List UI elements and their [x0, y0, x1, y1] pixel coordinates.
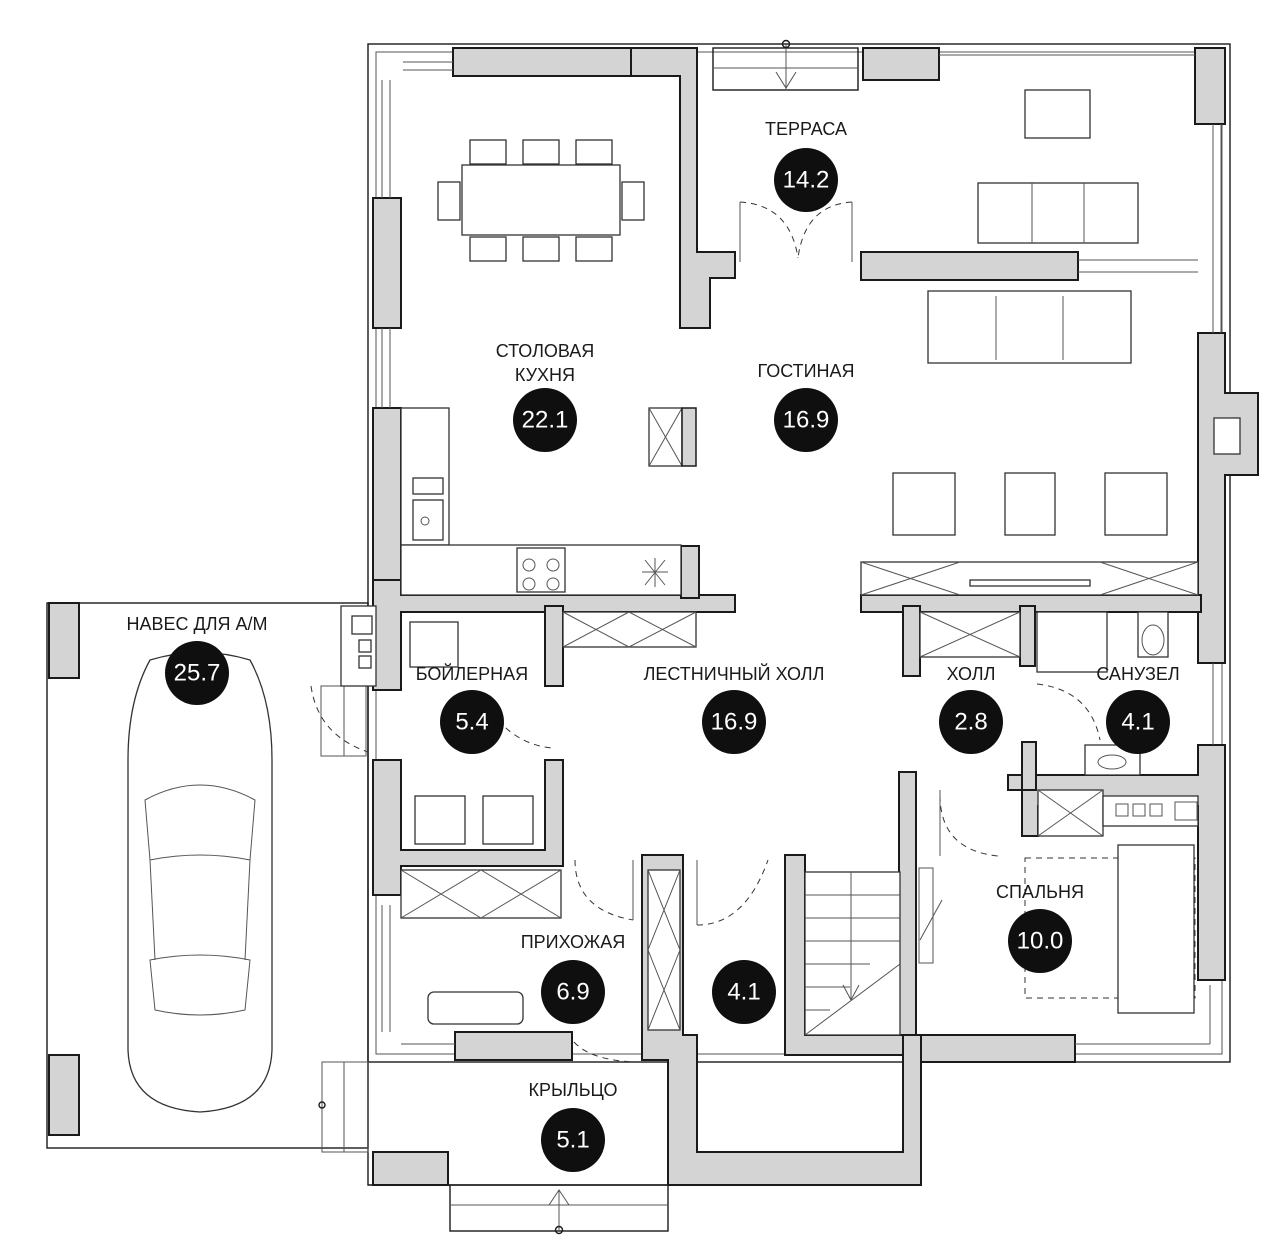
hall-area-badge	[939, 690, 1003, 754]
hall-area: 2.8	[954, 709, 987, 736]
terrace-area-badge	[774, 148, 838, 212]
carport-label: НАВЕС ДЛЯ А/М	[126, 614, 267, 634]
porch-area: 5.1	[556, 1127, 589, 1154]
hall-label: ХОЛЛ	[947, 664, 996, 684]
entrance-hall-area: 6.9	[556, 979, 589, 1006]
entrance-hall-label: ПРИХОЖАЯ	[521, 932, 626, 952]
furniture	[127, 89, 1199, 1113]
bathroom-area-badge	[1106, 690, 1170, 754]
bedroom-area-badge	[1008, 909, 1072, 973]
room-labels: ТЕРРАСА 14.2 СТОЛОВАЯ КУХНЯ 22.1 ГОСТИНА…	[126, 119, 1180, 1172]
living-area: 16.9	[783, 407, 830, 434]
boiler-area: 5.4	[455, 709, 488, 736]
bedroom-label: СПАЛЬНЯ	[996, 882, 1084, 902]
boiler-label: БОЙЛЕРНАЯ	[416, 663, 528, 684]
bedroom-area: 10.0	[1017, 928, 1064, 955]
stair-hall-label: ЛЕСТНИЧНЫЙ ХОЛЛ	[644, 663, 825, 684]
corridor-area: 4.1	[727, 979, 760, 1006]
carport-area-badge	[165, 641, 229, 705]
corridor-area-badge	[712, 960, 776, 1024]
living-label: ГОСТИНАЯ	[757, 361, 854, 381]
porch-label: КРЫЛЬЦО	[529, 1080, 618, 1100]
dining-kitchen-area-badge	[513, 388, 577, 452]
terrace-area: 14.2	[783, 167, 830, 194]
windows	[381, 39, 1222, 1045]
dining-kitchen-label-line1: СТОЛОВАЯ	[496, 341, 595, 361]
bathroom-label: САНУЗЕЛ	[1096, 664, 1179, 684]
porch-area-badge	[541, 1108, 605, 1172]
entrance-hall-area-badge	[541, 960, 605, 1024]
carport-area: 25.7	[174, 660, 221, 687]
terrace-label: ТЕРРАСА	[765, 119, 847, 139]
bathroom-area: 4.1	[1121, 709, 1154, 736]
dining-kitchen-area: 22.1	[522, 407, 569, 434]
stair-hall-area: 16.9	[711, 709, 758, 736]
dining-kitchen-label-line2: КУХНЯ	[515, 365, 575, 385]
boiler-area-badge	[440, 690, 504, 754]
stair-hall-area-badge	[702, 690, 766, 754]
living-area-badge	[774, 388, 838, 452]
